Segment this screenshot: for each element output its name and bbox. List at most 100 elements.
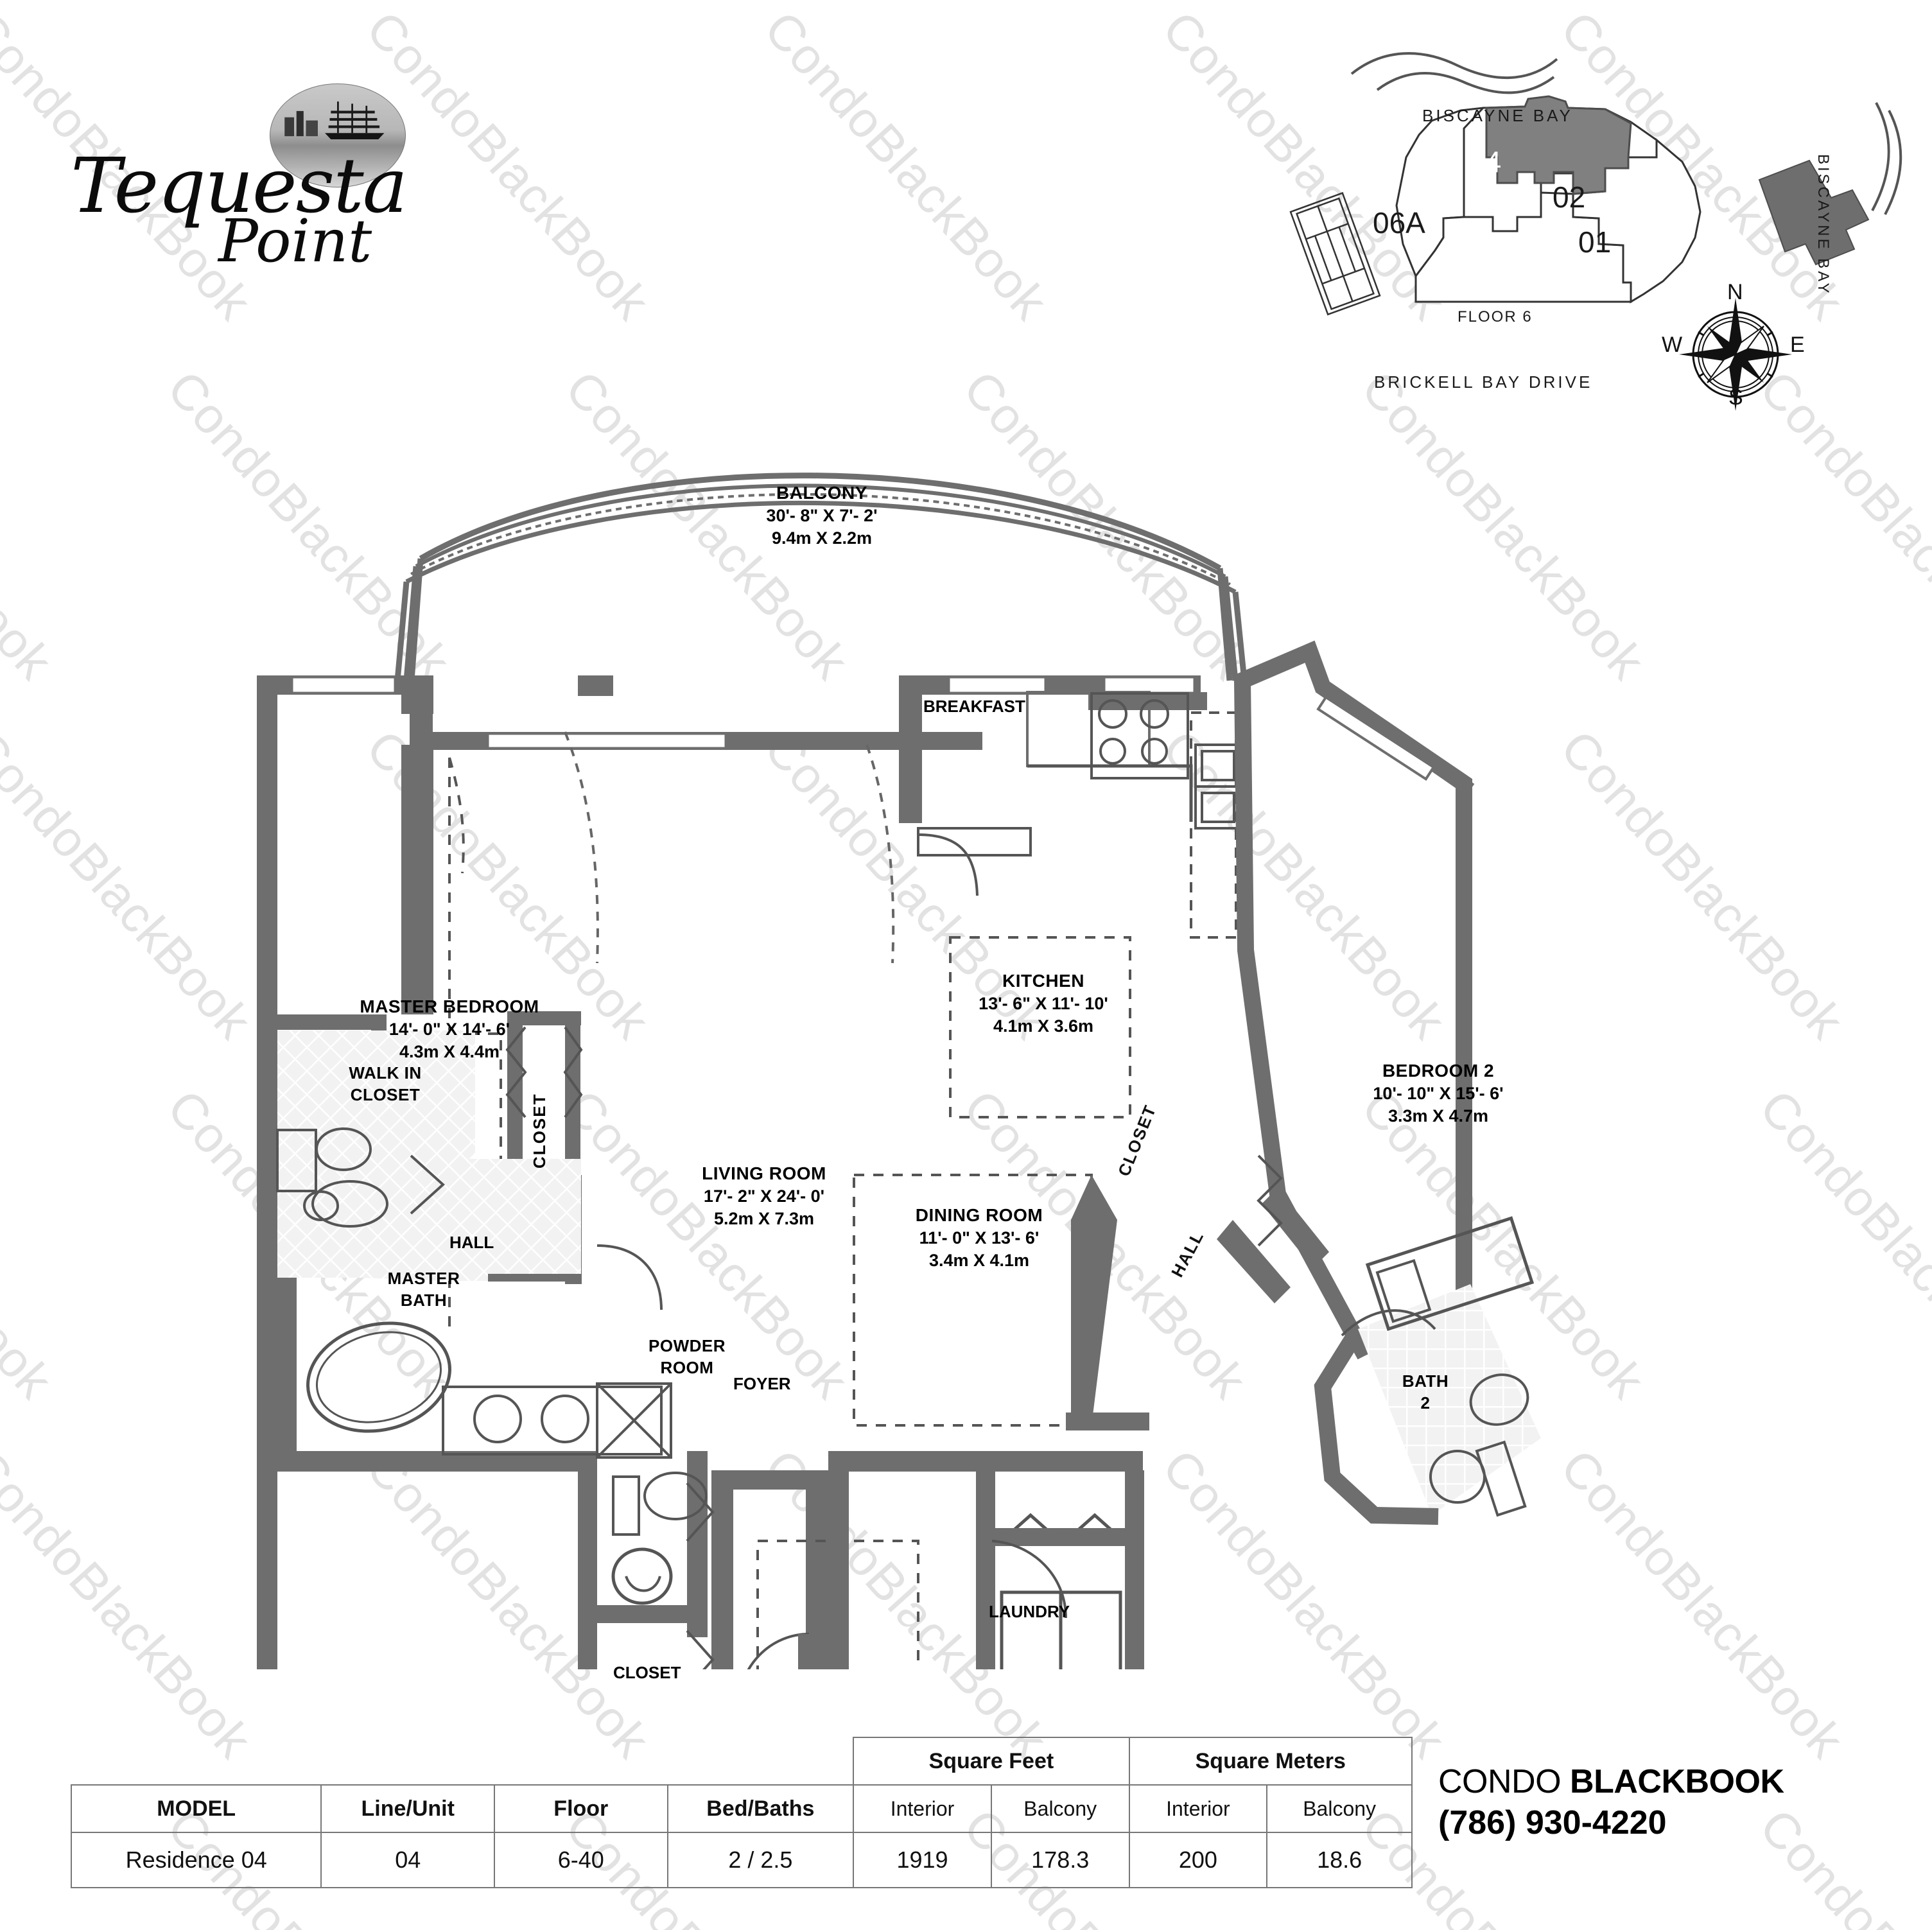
tennis-court-icon [1289, 191, 1381, 316]
shower-stall-icon [596, 1382, 672, 1459]
hall-door-swings [991, 1540, 1067, 1619]
col-header-sf-balcony: Balcony [990, 1784, 1130, 1833]
compass-north-label: N [1727, 280, 1743, 304]
brand-name: CONDO BLACKBOOK [1438, 1762, 1784, 1801]
room-label-closet-foyer: CLOSET [613, 1663, 681, 1682]
sink-basin-icon [473, 1395, 522, 1443]
col-header-sm-balcony: Balcony [1266, 1784, 1413, 1833]
right-bottom-walls [828, 1451, 1149, 1812]
cell-model: Residence 04 [70, 1832, 322, 1888]
soaking-tub-icon [306, 1321, 451, 1433]
bathtub-icon [1365, 1216, 1535, 1332]
tall-ship-icon [284, 101, 385, 140]
room-label-breakfast: BREAKFAST [923, 697, 1025, 716]
room-label-master-bedroom: MASTER BEDROOM 14'- 0" X 14'- 6' 4.3m X … [360, 996, 539, 1062]
kitchen-fixtures [917, 691, 1242, 939]
compass-labels: N S W E [1662, 280, 1811, 424]
table-header-row: MODEL Line/Unit Floor Bed/Baths Interior… [70, 1784, 1413, 1833]
cell-bed-baths: 2 / 2.5 [666, 1832, 855, 1888]
cell-floor: 6-40 [494, 1832, 668, 1888]
vanity-counter [442, 1386, 663, 1456]
col-header-sf-interior: Interior [853, 1784, 992, 1833]
col-header-floor: Floor [494, 1784, 668, 1833]
pool-shape [1758, 159, 1870, 266]
keyplate-floor-label: FLOOR 6 [1458, 308, 1533, 326]
spec-table-wrapper: Square Feet Square Meters MODEL Line/Uni… [70, 1737, 1413, 1888]
room-label-walk-in-closet: WALK IN CLOSET [349, 1063, 422, 1104]
basin-icon [643, 1472, 708, 1520]
keyplate-bay-label-top: BISCAYNE BAY [1422, 106, 1573, 125]
compass-rose-icon [1679, 298, 1792, 411]
master-bath-fixtures [276, 1030, 672, 1459]
compass-west-label: W [1662, 333, 1683, 357]
keyplate-unit-02[interactable]: 02 [1553, 180, 1586, 214]
sink-icon [1194, 743, 1242, 830]
brand-name-part1: CONDO [1438, 1763, 1562, 1800]
logo-line-1: Tequesta [71, 141, 408, 230]
table-group-header-row: Square Feet Square Meters [71, 1737, 1413, 1786]
room-label-kitchen: KITCHEN 13'- 6" X 11'- 10' 4.1m X 3.6m [979, 971, 1108, 1036]
sink-basin-icon [541, 1395, 589, 1443]
bath2-fixtures [1314, 1216, 1541, 1525]
bidet-icon [311, 1180, 388, 1228]
floor-plan-drawing [257, 473, 1541, 1817]
key-plate-graphic [1289, 52, 1902, 411]
room-label-foyer: FOYER [733, 1374, 791, 1393]
water-squiggle-icon [1871, 102, 1902, 215]
closet2-doors [1257, 1154, 1283, 1247]
room-label-living-room: LIVING ROOM 17'- 2" X 24'- 0' 5.2m X 7.3… [702, 1163, 826, 1229]
col-header-model: MODEL [70, 1784, 322, 1833]
unit-04-highlight [1485, 95, 1632, 195]
door-swings [410, 1026, 663, 1310]
keyplate-unit-04[interactable]: 04 [1468, 145, 1502, 178]
room-label-master-bath: MASTER BATH [387, 1269, 460, 1310]
cell-sm-balcony: 18.6 [1266, 1832, 1413, 1888]
room-label-balcony: BALCONY 30'- 8" X 7'- 2' 9.4m X 2.2m [766, 483, 878, 548]
room-label-bath-2: BATH 2 [1402, 1371, 1449, 1413]
dining-right-walls [1066, 1175, 1149, 1430]
keyplate-street-label: BRICKELL BAY DRIVE [1374, 372, 1593, 392]
watermark-text: CondoBlackBook [0, 1798, 64, 1930]
room-label-laundry: LAUNDRY [989, 1602, 1070, 1621]
compass-south-label: S [1728, 385, 1743, 410]
brand-name-part2: BLACKBOOK [1570, 1763, 1784, 1800]
col-header-bed-baths: Bed/Baths [666, 1784, 855, 1833]
key-plate: BISCAYNE BAY BRICKELL BAY DRIVE FLOOR 6 … [1271, 26, 1913, 424]
group-header-square-feet: Square Feet [853, 1737, 1130, 1786]
keyplate-unit-06a[interactable]: 06A [1373, 206, 1425, 239]
toilet-icon [611, 1547, 673, 1605]
keyplate-unit-01[interactable]: 01 [1578, 225, 1612, 259]
group-header-square-meters: Square Meters [1128, 1737, 1413, 1786]
table-row: Residence 04 04 6-40 2 / 2.5 1919 178.3 … [70, 1832, 1413, 1888]
kitchen-door-swing [918, 833, 979, 896]
col-header-sm-interior: Interior [1128, 1784, 1268, 1833]
room-label-bedroom-2: BEDROOM 2 10'- 10" X 15'- 6' 3.3m X 4.7m [1373, 1061, 1504, 1126]
keyplate-bay-label-right: BISCAYNE BAY [1815, 154, 1832, 296]
unit-spec-table: Square Feet Square Meters MODEL Line/Uni… [70, 1737, 1413, 1888]
cell-line-unit: 04 [320, 1832, 496, 1888]
room-label-dining-room: DINING ROOM 11'- 0" X 13'- 6' 3.4m X 4.1… [915, 1205, 1043, 1271]
col-header-line-unit: Line/Unit [320, 1784, 496, 1833]
cooktop-burners-icon [1098, 699, 1169, 765]
brand-phone: (786) 930-4220 [1438, 1804, 1667, 1841]
room-label-hall-left: HALL [449, 1233, 494, 1252]
condoblackbook-brand: CONDO BLACKBOOK (786) 930-4220 [1438, 1762, 1784, 1842]
tequesta-point-logo: Tequesta Point [71, 71, 469, 315]
watermark-text: CondoBlackBook [753, 0, 1059, 331]
cell-sf-interior: 1919 [853, 1832, 992, 1888]
sink-icon [1469, 1373, 1529, 1426]
compass-east-label: E [1790, 333, 1805, 357]
room-label-powder-room: POWDER ROOM [648, 1336, 726, 1377]
closet-hall-right [1217, 1188, 1329, 1303]
watermark-text: CondoBlackBook [1748, 1079, 1932, 1409]
door-swing-dashes [564, 731, 895, 964]
logo-line-2: Point [218, 207, 372, 275]
balcony-side-walls [394, 558, 1248, 681]
balcony-railing [405, 473, 1237, 595]
ship-skyline-oval-icon [270, 83, 406, 187]
bath2-door-swing [1341, 1309, 1436, 1337]
toilet-icon [315, 1127, 372, 1171]
room-label-closet-master: CLOSET [530, 1093, 549, 1169]
cell-sm-interior: 200 [1128, 1832, 1268, 1888]
floor-plan: BALCONY 30'- 8" X 7'- 2' 9.4m X 2.2m MAS… [0, 385, 1637, 1817]
